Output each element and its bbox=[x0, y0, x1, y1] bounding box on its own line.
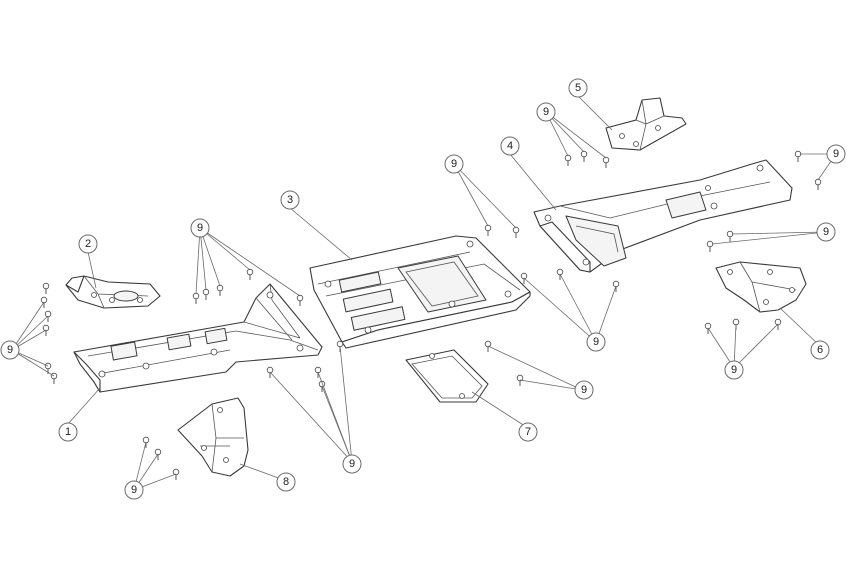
screw bbox=[202, 288, 210, 300]
screw bbox=[154, 448, 162, 460]
screw bbox=[192, 292, 200, 304]
screw bbox=[704, 322, 712, 334]
callout-6: 6 bbox=[810, 340, 830, 360]
part-5-rear-bracket bbox=[605, 97, 687, 151]
screw bbox=[520, 272, 528, 284]
callout-9-top: 9 bbox=[536, 102, 556, 122]
svg-text:2: 2 bbox=[85, 238, 91, 250]
svg-text:9: 9 bbox=[593, 336, 599, 348]
screw bbox=[484, 340, 492, 352]
callout-9-right: 9 bbox=[816, 222, 836, 242]
screw bbox=[602, 156, 610, 168]
callout-9-lower-right: 9 bbox=[724, 360, 744, 380]
part-3-floor-plate bbox=[309, 235, 531, 349]
callout-9-left: 9 bbox=[0, 340, 20, 360]
screw bbox=[266, 366, 274, 378]
screw bbox=[40, 296, 48, 308]
callout-9-center-right: 9 bbox=[586, 332, 606, 352]
screw bbox=[564, 154, 572, 166]
screw bbox=[172, 468, 180, 480]
screw bbox=[556, 268, 564, 280]
callout-9-upper-left: 9 bbox=[190, 218, 210, 238]
screw bbox=[814, 178, 822, 190]
svg-text:1: 1 bbox=[65, 426, 71, 438]
part-8-corner-bracket bbox=[177, 397, 249, 477]
screw bbox=[516, 374, 524, 386]
screw bbox=[774, 318, 782, 330]
screw bbox=[42, 282, 50, 294]
svg-text:9: 9 bbox=[451, 158, 457, 170]
svg-text:9: 9 bbox=[581, 384, 587, 396]
screw bbox=[42, 324, 50, 336]
svg-text:3: 3 bbox=[287, 194, 293, 206]
part-6-side-shield bbox=[715, 261, 807, 313]
callout-9-bottom-center: 9 bbox=[342, 454, 362, 474]
screw bbox=[314, 366, 322, 378]
part-4-rear-tunnel-panel bbox=[533, 159, 793, 273]
screw bbox=[794, 150, 802, 162]
part-2-bracket bbox=[65, 275, 161, 309]
svg-text:8: 8 bbox=[283, 476, 289, 488]
screw bbox=[44, 310, 52, 322]
svg-text:7: 7 bbox=[525, 426, 531, 438]
svg-text:9: 9 bbox=[7, 344, 13, 356]
svg-text:6: 6 bbox=[817, 344, 823, 356]
callout-2: 2 bbox=[78, 234, 98, 254]
svg-text:9: 9 bbox=[833, 148, 839, 160]
callout-9-top-center: 9 bbox=[444, 154, 464, 174]
screw bbox=[580, 150, 588, 162]
callout-1: 1 bbox=[58, 422, 78, 442]
part-7-access-cover bbox=[405, 349, 489, 403]
svg-text:9: 9 bbox=[197, 222, 203, 234]
svg-text:5: 5 bbox=[575, 82, 581, 94]
callout-8: 8 bbox=[276, 472, 296, 492]
svg-text:9: 9 bbox=[731, 364, 737, 376]
screw bbox=[512, 226, 520, 238]
screw bbox=[484, 224, 492, 236]
screw bbox=[706, 240, 714, 252]
svg-text:9: 9 bbox=[349, 458, 355, 470]
screw bbox=[246, 268, 254, 280]
svg-text:4: 4 bbox=[507, 140, 513, 152]
callout-9-lower-center: 9 bbox=[574, 380, 594, 400]
callout-9-top-right: 9 bbox=[826, 144, 846, 164]
screw bbox=[296, 294, 304, 306]
screw-fasteners bbox=[40, 150, 822, 480]
svg-text:9: 9 bbox=[543, 106, 549, 118]
callout-3: 3 bbox=[280, 190, 300, 210]
callout-7: 7 bbox=[518, 422, 538, 442]
screw bbox=[726, 230, 734, 242]
part-1-front-underbody-panel bbox=[73, 283, 323, 393]
screw bbox=[216, 284, 224, 296]
svg-text:9: 9 bbox=[131, 484, 137, 496]
callout-4: 4 bbox=[500, 136, 520, 156]
callout-9-bottom-left: 9 bbox=[124, 480, 144, 500]
callout-5: 5 bbox=[568, 78, 588, 98]
svg-text:9: 9 bbox=[823, 226, 829, 238]
